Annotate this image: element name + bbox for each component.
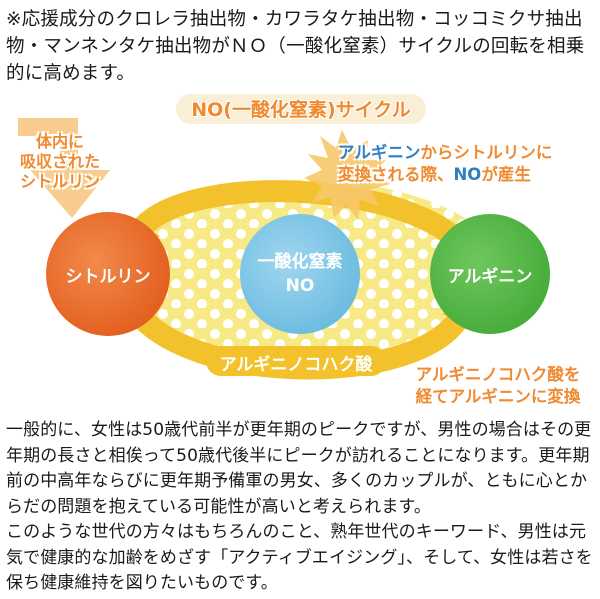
- no-label-line-1: 一酸化窒素: [257, 252, 343, 272]
- no-production-line-2: 変換される際、NOが産生: [338, 164, 600, 186]
- no-label: 一酸化窒素 NO: [240, 250, 360, 298]
- no-label-line-2: NO: [285, 276, 315, 296]
- citrulline-label: シトルリン: [65, 267, 151, 287]
- argininosuccinate-callout: アルギニノコハク酸を 経てアルギニンに変換: [400, 364, 596, 408]
- conversion-text: 変換される際、: [338, 165, 454, 184]
- cycle-title: NO(一酸化窒素)サイクル: [191, 99, 411, 121]
- arginine-label: アルギニン: [447, 267, 533, 287]
- no-cycle-diagram: NO(一酸化窒素)サイクル 体内に 吸収された シトルリン アルギニンからシトル…: [0, 88, 600, 414]
- absorbed-line-1: 体内に: [35, 132, 84, 151]
- bottom-label-pill: [206, 346, 386, 376]
- to-citrulline-text: からシトルリンに: [420, 143, 553, 162]
- arginine-node: [430, 214, 550, 334]
- produced-text: が産生: [481, 165, 531, 184]
- no-word: NO: [453, 165, 482, 184]
- body-paragraph-1: 一般的に、女性は50歳代前半が更年期のピークですが、男性の場合はその更年期の長さ…: [6, 420, 592, 517]
- starburst-icon: [304, 130, 390, 220]
- body-paragraph-2: このような世代の方々はもちろんのこと、熟年世代のキーワード、男性は元気で健康的な…: [6, 522, 593, 593]
- no-production-line-1: アルギニンからシトルリンに: [338, 142, 600, 164]
- absorbed-callout: 体内に 吸収された シトルリン: [10, 132, 110, 192]
- argininosuccinate-callout-line-1: アルギニノコハク酸を: [415, 365, 581, 384]
- argininosuccinate-label: アルギニノコハク酸: [219, 355, 373, 375]
- cycle-graphic: [18, 94, 550, 380]
- no-production-callout: アルギニンからシトルリンに 変換される際、NOが産生: [338, 142, 600, 186]
- no-node: [240, 214, 360, 334]
- cycle-title-pill: [176, 94, 426, 124]
- arginine-word: アルギニン: [338, 143, 421, 162]
- intro-text: ※応援成分のクロレラ抽出物・カワラタケ抽出物・コッコミクサ抽出物・マンネンタケ抽…: [6, 9, 585, 84]
- entry-arrow: [18, 118, 110, 218]
- absorbed-line-3: シトルリン: [19, 172, 100, 191]
- top-arrow: [129, 180, 481, 267]
- argininosuccinate-callout-line-2: 経てアルギニンに変換: [415, 387, 581, 406]
- absorbed-line-2: 吸収された: [19, 152, 100, 171]
- body-text: 一般的に、女性は50歳代前半が更年期のピークですが、男性の場合はその更年期の長さ…: [6, 418, 596, 597]
- citrulline-node: [46, 212, 170, 336]
